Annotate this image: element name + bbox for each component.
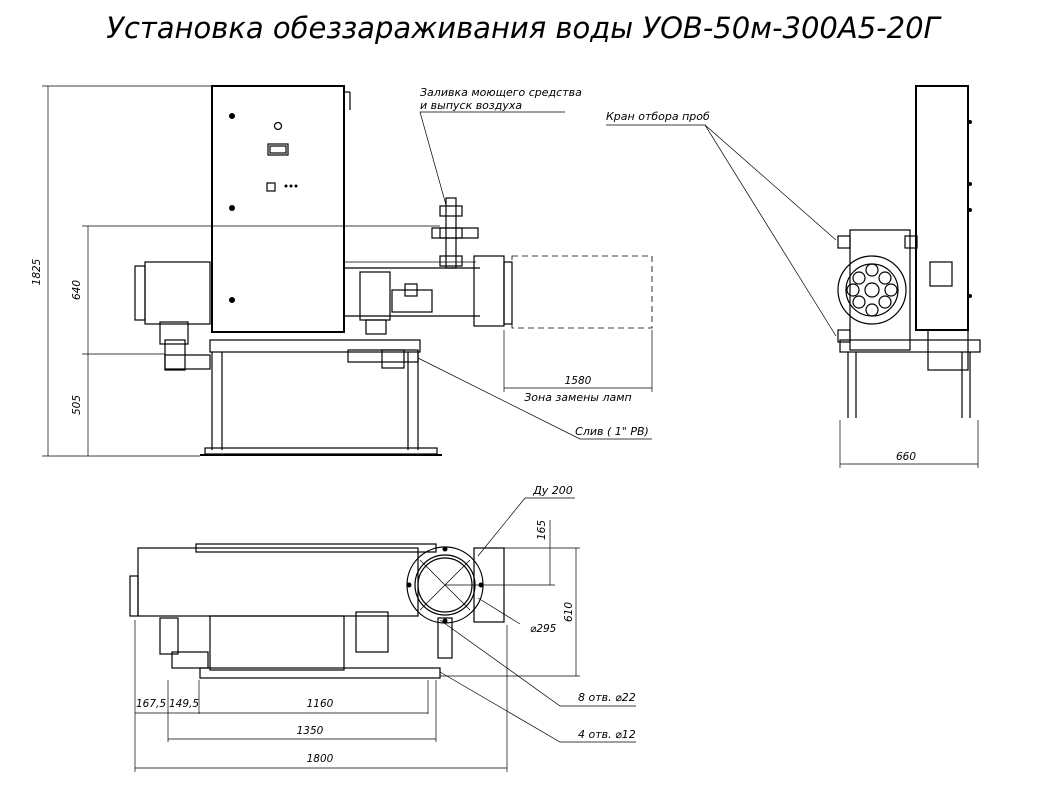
dim-depth: 610 bbox=[563, 602, 575, 622]
callout-drain: Слив ( 1" РВ) bbox=[575, 425, 649, 438]
dim-side-width: 660 bbox=[896, 451, 916, 463]
callout-holes-8: 8 отв. ⌀22 bbox=[578, 691, 636, 704]
callout-dn: Ду 200 bbox=[532, 484, 573, 497]
drawing-title: Установка обеззараживания воды УОВ-50м-3… bbox=[106, 11, 942, 45]
dim-flange-offset: 165 bbox=[536, 520, 548, 540]
side-view bbox=[606, 85, 981, 468]
front-view bbox=[42, 85, 653, 457]
dim-frame-height: 505 bbox=[71, 395, 83, 415]
callout-detergent-line2: и выпуск воздуха bbox=[420, 99, 522, 112]
dim-lamp-zone-length: 1580 bbox=[565, 375, 592, 387]
dim-total-height: 1825 bbox=[31, 258, 43, 285]
dim-167-5: 167,5 bbox=[136, 698, 166, 710]
dim-1350: 1350 bbox=[297, 725, 324, 737]
callout-holes-4: 4 отв. ⌀12 bbox=[578, 728, 636, 741]
callout-detergent-line1: Заливка моющего средства bbox=[420, 86, 582, 99]
dim-flange-diameter: ⌀295 bbox=[530, 623, 557, 635]
callout-sample-valve: Кран отбора проб bbox=[606, 110, 710, 123]
dim-1160: 1160 bbox=[307, 698, 334, 710]
dim-1800: 1800 bbox=[307, 753, 334, 765]
dim-149-5: 149,5 bbox=[169, 698, 199, 710]
callout-lamp-zone: Зона замены ламп bbox=[524, 391, 632, 404]
dim-axis-height: 640 bbox=[71, 280, 83, 300]
top-view bbox=[129, 497, 636, 772]
